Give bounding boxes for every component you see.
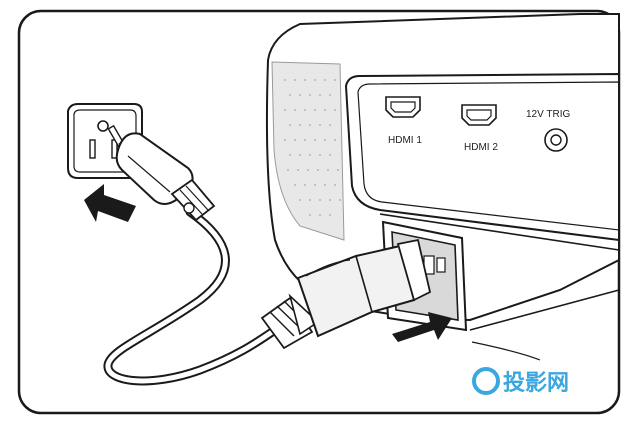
hdmi2-port: HDMI 2 [461,104,498,153]
watermark: 投影网 [472,367,569,396]
hdmi1-label: HDMI 1 [388,135,422,146]
speaker-grille [271,61,345,241]
trigger-label: 12V TRIG [526,109,570,120]
arrow-insert-iec-plug [392,312,452,342]
wall-plug [107,124,216,222]
hdmi2-label: HDMI 2 [464,142,498,153]
watermark-logo-icon [472,367,500,395]
iec-connector-plug [260,238,432,350]
hdmi1-port: HDMI 1 [385,96,422,146]
arrow-insert-wall-plug [84,184,136,222]
watermark-text: 投影网 [503,371,569,396]
trigger-port: 12V TRIG [526,109,570,152]
